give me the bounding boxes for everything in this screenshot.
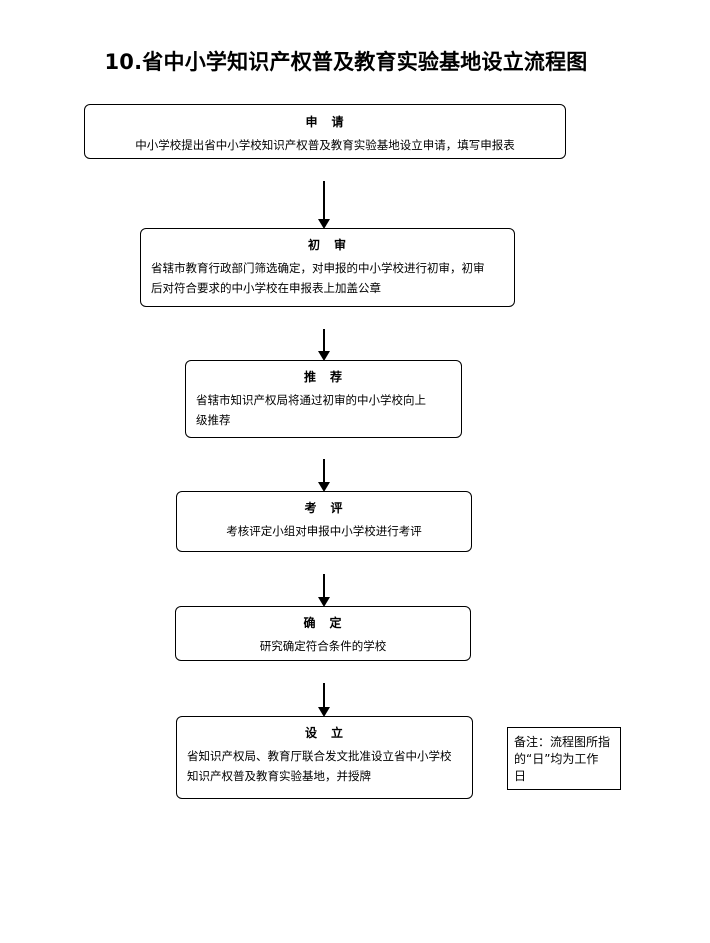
step-preliminary-review-line-1: 省辖市教育行政部门筛选确定，对申报的中小学校进行初审，初审 (151, 261, 485, 275)
step-evaluation-line-1: 考核评定小组对申报中小学校进行考评 (226, 524, 422, 538)
step-preliminary-review-title: 初 审 (307, 238, 347, 252)
step-application: 申 请 中小学校提出省中小学校知识产权普及教育实验基地设立申请，填写申报表 (84, 104, 566, 159)
step-recommendation: 推 荐 省辖市知识产权局将通过初审的中小学校向上 级推荐 (185, 360, 462, 438)
arrow-down-icon (318, 329, 330, 361)
step-establishment-title: 设 立 (304, 726, 344, 740)
step-establishment-line-1: 省知识产权局、教育厅联合发文批准设立省中小学校 (187, 749, 452, 763)
step-confirmation-title: 确 定 (303, 616, 343, 630)
arrow-down-icon (318, 459, 330, 492)
step-preliminary-review: 初 审 省辖市教育行政部门筛选确定，对申报的中小学校进行初审，初审 后对符合要求… (140, 228, 515, 307)
arrow-down-icon (318, 574, 330, 607)
step-evaluation: 考 评 考核评定小组对申报中小学校进行考评 (176, 491, 472, 552)
arrow-down-icon (318, 181, 330, 229)
page-title: 10.省中小学知识产权普及教育实验基地设立流程图 (104, 50, 588, 74)
step-confirmation: 确 定 研究确定符合条件的学校 (175, 606, 471, 661)
step-evaluation-title: 考 评 (304, 501, 344, 515)
step-establishment-line-2: 知识产权普及教育实验基地，并授牌 (187, 769, 371, 783)
step-recommendation-line-2: 级推荐 (196, 413, 231, 427)
remark-note-line-1: 备注：流程图所指 (514, 735, 611, 749)
step-establishment: 设 立 省知识产权局、教育厅联合发文批准设立省中小学校 知识产权普及教育实验基地… (176, 716, 473, 799)
step-recommendation-line-1: 省辖市知识产权局将通过初审的中小学校向上 (196, 393, 426, 407)
remark-note: 备注：流程图所指 的“日”均为工作 日 (507, 727, 621, 790)
step-recommendation-title: 推 荐 (303, 370, 343, 384)
step-confirmation-line-1: 研究确定符合条件的学校 (259, 639, 387, 653)
remark-note-line-2: 的“日”均为工作 (514, 752, 599, 766)
step-application-title: 申 请 (305, 115, 345, 129)
remark-note-line-3: 日 (514, 769, 527, 783)
step-preliminary-review-line-2: 后对符合要求的中小学校在申报表上加盖公章 (151, 281, 381, 295)
arrow-down-icon (318, 683, 330, 717)
step-application-line-1: 中小学校提出省中小学校知识产权普及教育实验基地设立申请，填写申报表 (135, 138, 515, 152)
